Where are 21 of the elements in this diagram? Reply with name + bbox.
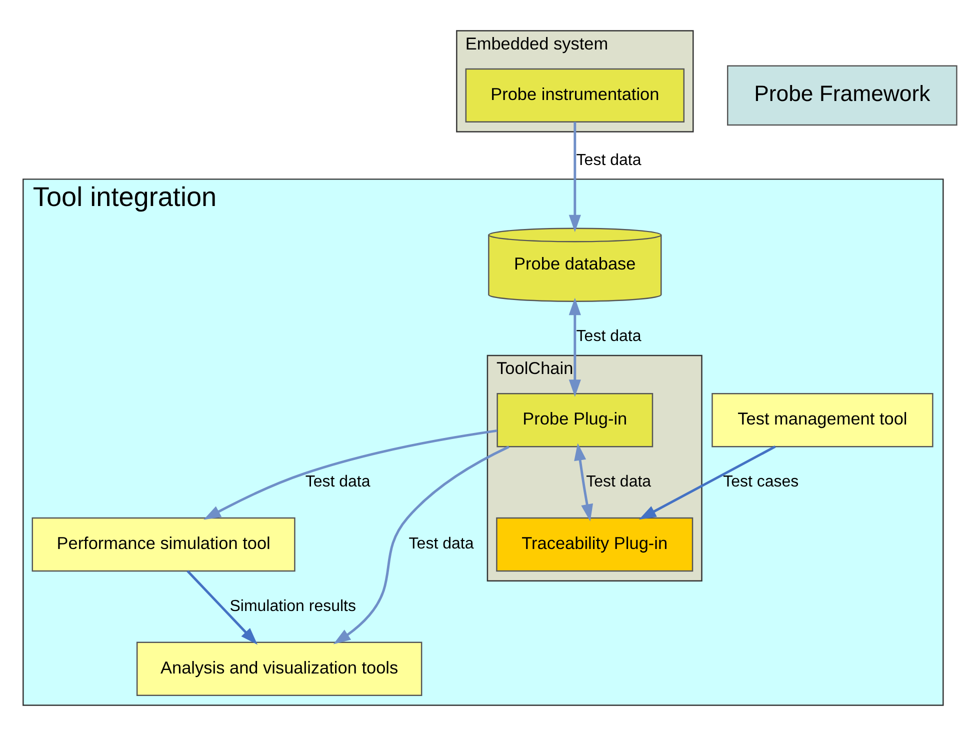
arrow [568,122,581,232]
arrow [186,570,258,645]
node-box: Probe Framework [727,65,958,126]
edge-label: Test cases [723,473,799,490]
edge-label: Test data [305,473,370,490]
edge-label: Test data [586,473,652,490]
arrow [638,446,776,520]
node-box: Analysis and visualization tools [136,642,422,696]
edge-label: Test data [576,152,642,169]
edge-label: Simulation results [230,598,356,615]
arrow [204,430,498,520]
node-box: Probe instrumentation [465,68,685,123]
node-box: Test management tool [712,393,934,448]
edge-label: Test data [408,536,474,553]
arrow [574,443,594,522]
node-box: Probe Plug-in [496,393,654,448]
arrow [333,446,510,644]
arrow [568,298,581,397]
node-box: Traceability Plug-in [496,517,694,572]
node-box: Performance simulation tool [32,517,296,572]
edge-label: Test data [576,328,642,346]
